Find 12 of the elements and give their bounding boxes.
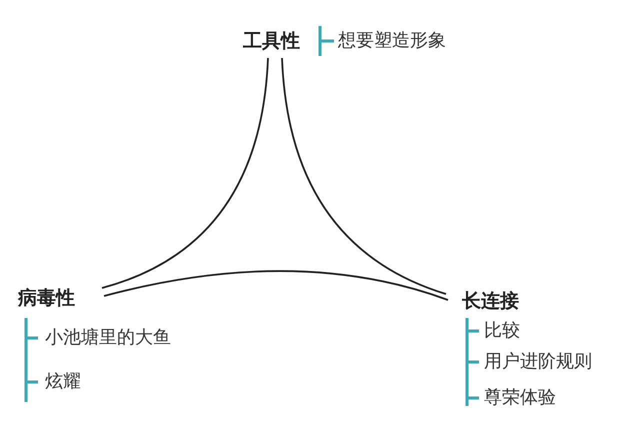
- curved-line: [102, 58, 269, 289]
- curved-line: [104, 270, 448, 301]
- list-item: 小池塘里的大鱼: [45, 327, 171, 349]
- heading-text: 长连接: [462, 289, 519, 313]
- heading-text: 工具性: [243, 29, 300, 53]
- list-item: 比较: [484, 320, 520, 342]
- list-item: 炫耀: [45, 371, 81, 393]
- list-item: 想要塑造形象: [338, 30, 446, 52]
- list-item: 尊荣体验: [484, 387, 556, 409]
- heading-text: 病毒性: [18, 286, 75, 310]
- list-item: 用户进阶规则: [484, 351, 592, 373]
- curved-line: [281, 58, 446, 295]
